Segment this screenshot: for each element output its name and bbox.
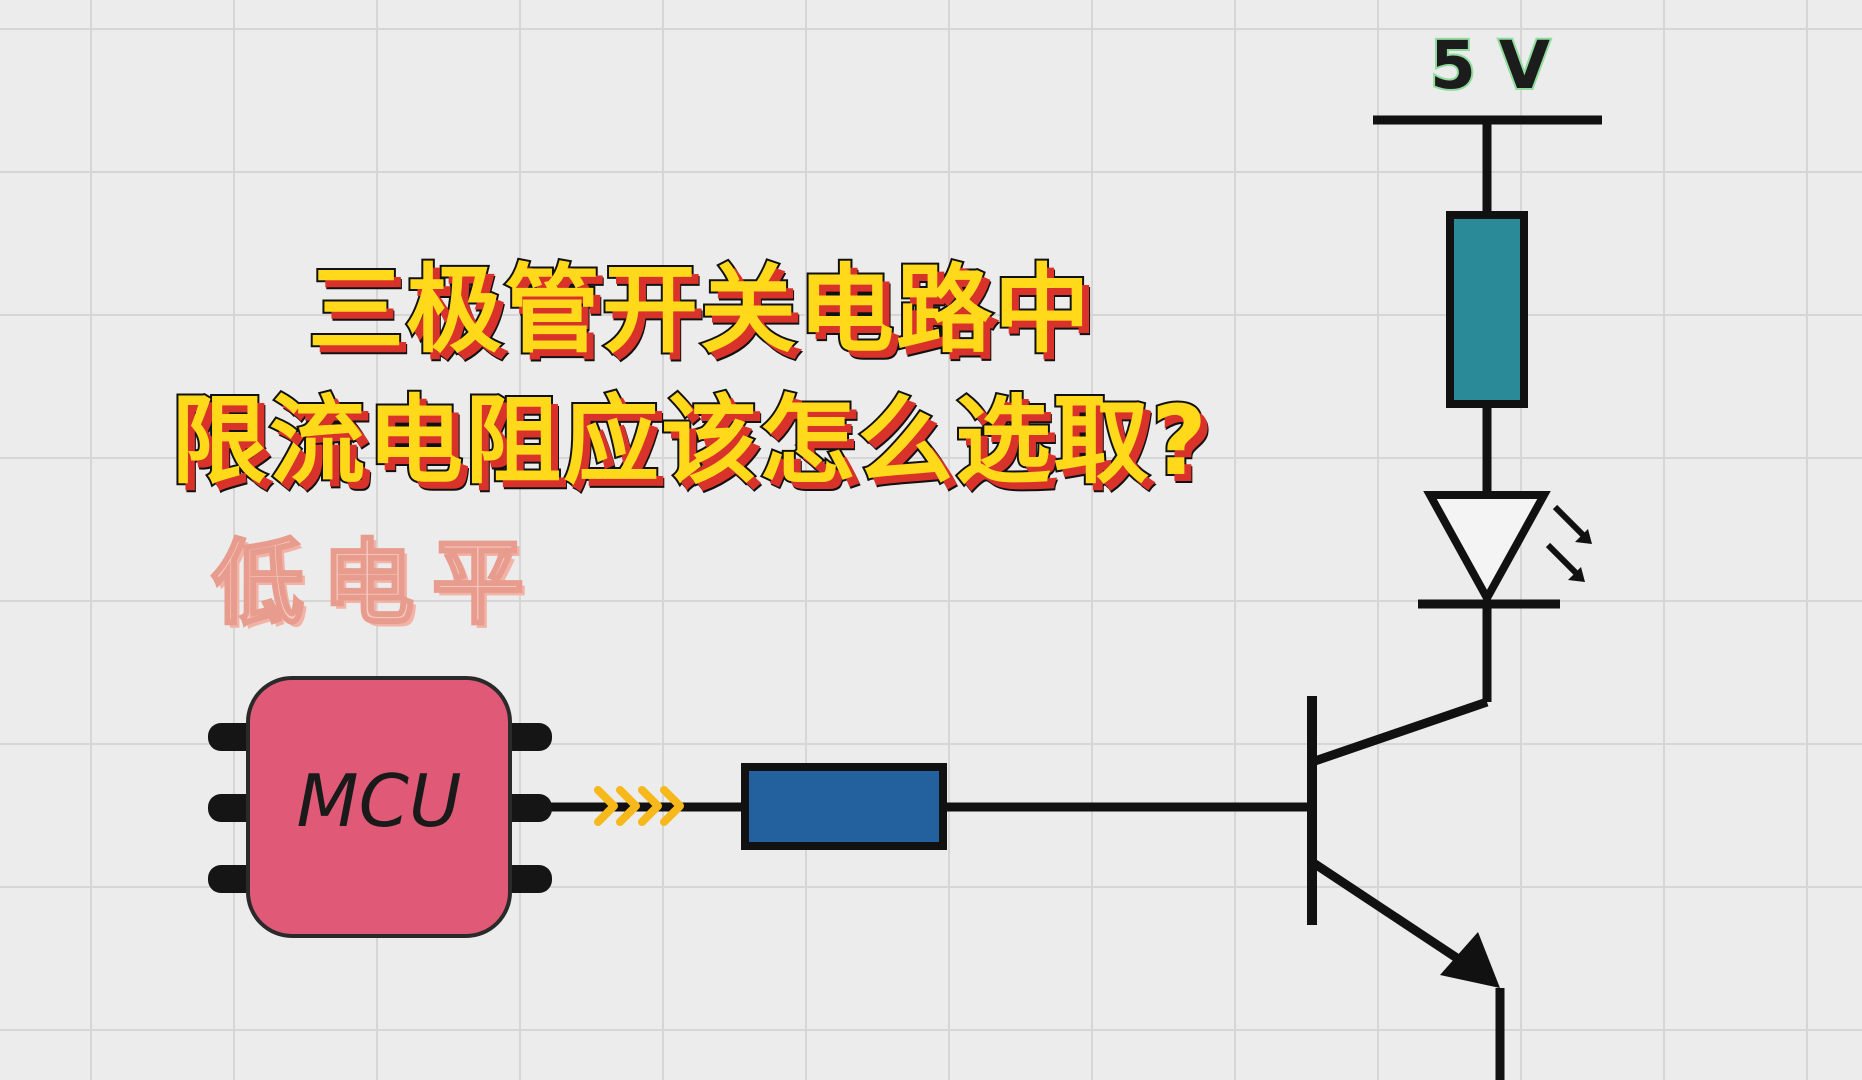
mcu-chip-icon xyxy=(208,676,552,938)
supply-voltage-label: 5 V xyxy=(1430,27,1550,104)
led-icon xyxy=(1418,491,1592,609)
signal-arrow-icon xyxy=(594,786,684,826)
npn-transistor-icon xyxy=(1307,696,1505,1080)
mcu-label: MCU xyxy=(296,759,461,843)
title-line-2: 限流电阻应该怎么选取? xyxy=(169,385,1209,497)
low-level-label: 低电平 xyxy=(210,530,543,637)
title-line-1: 三极管开关电路中 xyxy=(306,254,1092,366)
base-resistor xyxy=(741,763,947,850)
collector-resistor xyxy=(1446,211,1528,408)
